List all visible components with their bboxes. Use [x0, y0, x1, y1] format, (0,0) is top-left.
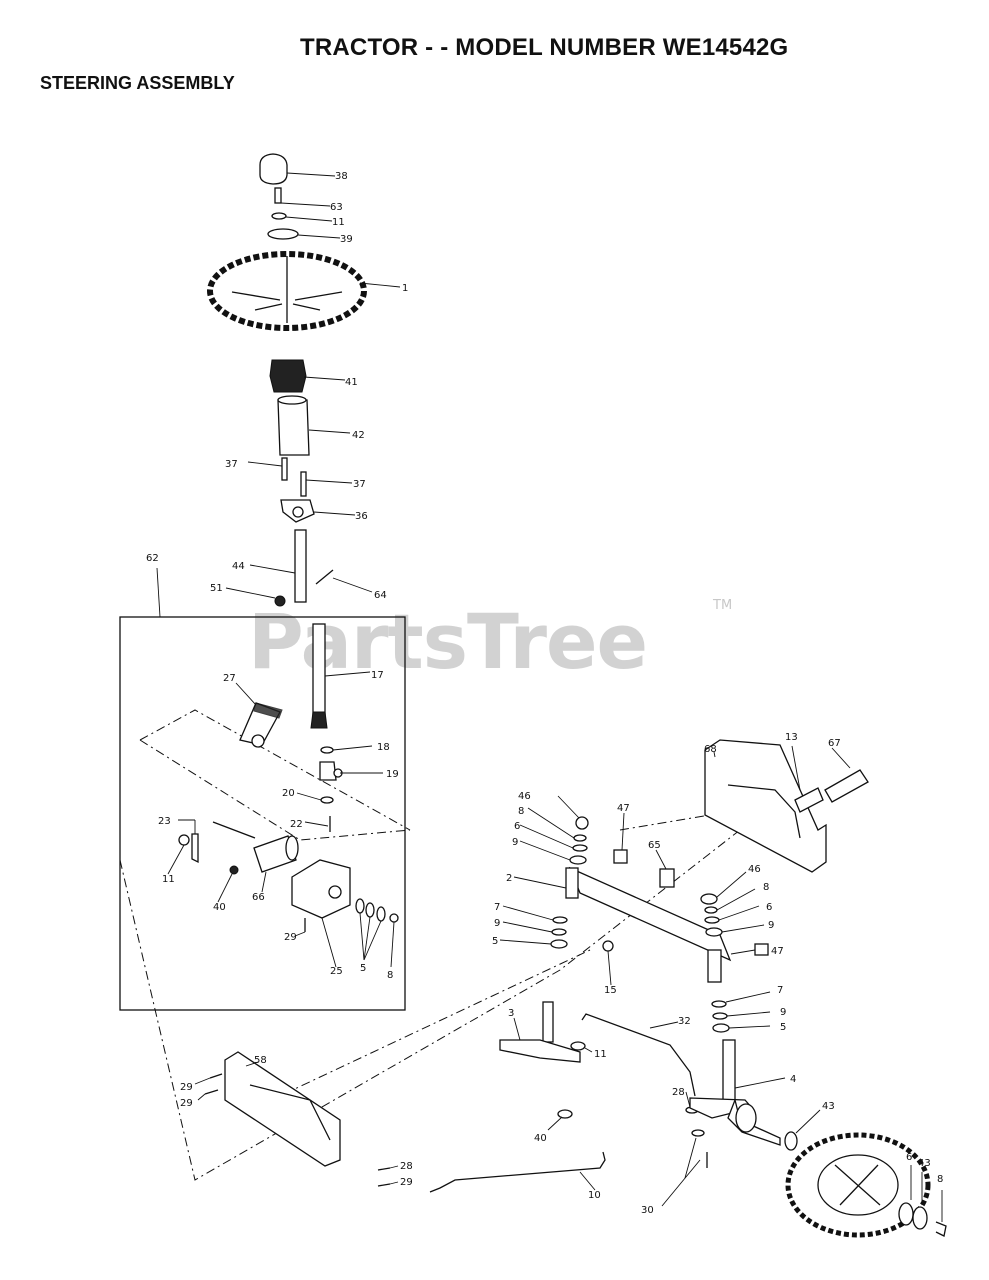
callout-label-7[interactable]: 7	[777, 985, 783, 996]
callout-label-8[interactable]: 8	[518, 806, 524, 817]
callout-label-65[interactable]: 65	[648, 840, 661, 851]
callout-label-29[interactable]: 29	[180, 1098, 193, 1109]
callout-label-8[interactable]: 8	[763, 882, 769, 893]
page-title: TRACTOR - - MODEL NUMBER WE14542G	[300, 34, 789, 61]
callout-label-62[interactable]: 62	[146, 553, 159, 564]
section-subtitle: STEERING ASSEMBLY	[40, 73, 235, 93]
subassembly-62-box	[119, 616, 406, 1011]
callout-label-19[interactable]: 19	[386, 769, 399, 780]
callout-label-6[interactable]: 6	[906, 1152, 912, 1163]
callout-label-3[interactable]: 3	[508, 1008, 514, 1019]
callout-label-1[interactable]: 1	[402, 283, 408, 294]
callout-label-66[interactable]: 66	[252, 892, 265, 903]
callout-label-6[interactable]: 6	[766, 902, 772, 913]
callout-label-5[interactable]: 5	[360, 963, 366, 974]
callout-label-8[interactable]: 8	[387, 970, 393, 981]
callout-label-28[interactable]: 28	[672, 1087, 685, 1098]
callout-label-43[interactable]: 43	[822, 1101, 835, 1112]
callout-label-9[interactable]: 9	[768, 920, 774, 931]
callout-label-51[interactable]: 51	[210, 583, 223, 594]
callout-label-40[interactable]: 40	[213, 902, 226, 913]
part-front-wheel	[785, 1132, 931, 1238]
callout-label-17[interactable]: 17	[371, 670, 384, 681]
leader-62	[156, 567, 161, 618]
callout-label-20[interactable]: 20	[282, 788, 295, 799]
trademark-mark: TM	[713, 598, 733, 613]
callout-label-29[interactable]: 29	[400, 1177, 413, 1188]
callout-label-46[interactable]: 46	[748, 864, 761, 875]
callout-label-63[interactable]: 63	[330, 202, 343, 213]
callout-label-32[interactable]: 32	[678, 1016, 691, 1027]
callout-label-28[interactable]: 28	[400, 1161, 413, 1172]
callout-label-46[interactable]: 46	[518, 791, 531, 802]
callout-label-2[interactable]: 2	[506, 873, 512, 884]
callout-label-9[interactable]: 9	[512, 837, 518, 848]
callout-label-39[interactable]: 39	[340, 234, 353, 245]
callout-label-29[interactable]: 29	[180, 1082, 193, 1093]
callout-label-11[interactable]: 11	[332, 217, 345, 228]
callout-label-37[interactable]: 37	[225, 459, 238, 470]
callout-label-10[interactable]: 10	[588, 1190, 601, 1201]
part-drag-link-10	[429, 1151, 606, 1193]
callout-label-29[interactable]: 29	[284, 932, 297, 943]
part-boot-42	[277, 399, 310, 456]
callout-label-9[interactable]: 9	[494, 918, 500, 929]
callout-label-47[interactable]: 47	[617, 803, 630, 814]
callout-label-18[interactable]: 18	[377, 742, 390, 753]
callout-label-5[interactable]: 5	[780, 1022, 786, 1033]
callout-label-47[interactable]: 47	[771, 946, 784, 957]
callout-label-15[interactable]: 15	[604, 985, 617, 996]
callout-label-37[interactable]: 37	[353, 479, 366, 490]
callout-label-30[interactable]: 30	[641, 1205, 654, 1216]
part-bracket-25	[291, 859, 351, 919]
callout-label-13[interactable]: 13	[785, 732, 798, 743]
callout-label-25[interactable]: 25	[330, 966, 343, 977]
callout-label-38[interactable]: 38	[335, 171, 348, 182]
callout-label-6[interactable]: 6	[514, 821, 520, 832]
callout-labels: 3863113914142373736624451641727181920222…	[146, 171, 943, 1216]
callout-label-9[interactable]: 9	[780, 1007, 786, 1018]
part-steering-shaft-17	[312, 623, 326, 725]
callout-label-8[interactable]: 8	[937, 1174, 943, 1185]
callout-label-27[interactable]: 27	[223, 673, 236, 684]
part-bracket-58	[224, 1051, 341, 1167]
callout-label-5[interactable]: 5	[492, 936, 498, 947]
callout-label-43[interactable]: 43	[918, 1158, 931, 1169]
callout-label-42[interactable]: 42	[352, 430, 365, 441]
part-knob-38	[259, 153, 288, 185]
callout-label-11[interactable]: 11	[594, 1049, 607, 1060]
phantom-line-1	[139, 709, 411, 831]
phantom-line-4	[249, 949, 591, 1111]
part-bracket-68	[704, 739, 827, 873]
part-bushing-66	[253, 835, 297, 873]
callout-label-40[interactable]: 40	[534, 1133, 547, 1144]
callout-label-68[interactable]: 68	[704, 744, 717, 755]
part-steering-wheel-1	[207, 251, 367, 331]
phantom-line-3	[119, 829, 741, 1181]
callout-label-58[interactable]: 58	[254, 1055, 267, 1066]
phantom-line-2	[139, 739, 411, 841]
callout-label-44[interactable]: 44	[232, 561, 245, 572]
callout-label-41[interactable]: 41	[345, 377, 358, 388]
part-front-axle-2	[568, 866, 732, 962]
callout-label-7[interactable]: 7	[494, 902, 500, 913]
callout-label-23[interactable]: 23	[158, 816, 171, 827]
part-shaft-44	[294, 529, 307, 603]
callout-label-67[interactable]: 67	[828, 738, 841, 749]
part-adapter-41	[269, 359, 307, 393]
callout-label-4[interactable]: 4	[790, 1074, 796, 1085]
part-tie-rod-32	[581, 1013, 696, 1097]
callout-label-11[interactable]: 11	[162, 874, 175, 885]
callout-label-22[interactable]: 22	[290, 819, 303, 830]
callout-label-64[interactable]: 64	[374, 590, 387, 601]
callout-label-36[interactable]: 36	[355, 511, 368, 522]
